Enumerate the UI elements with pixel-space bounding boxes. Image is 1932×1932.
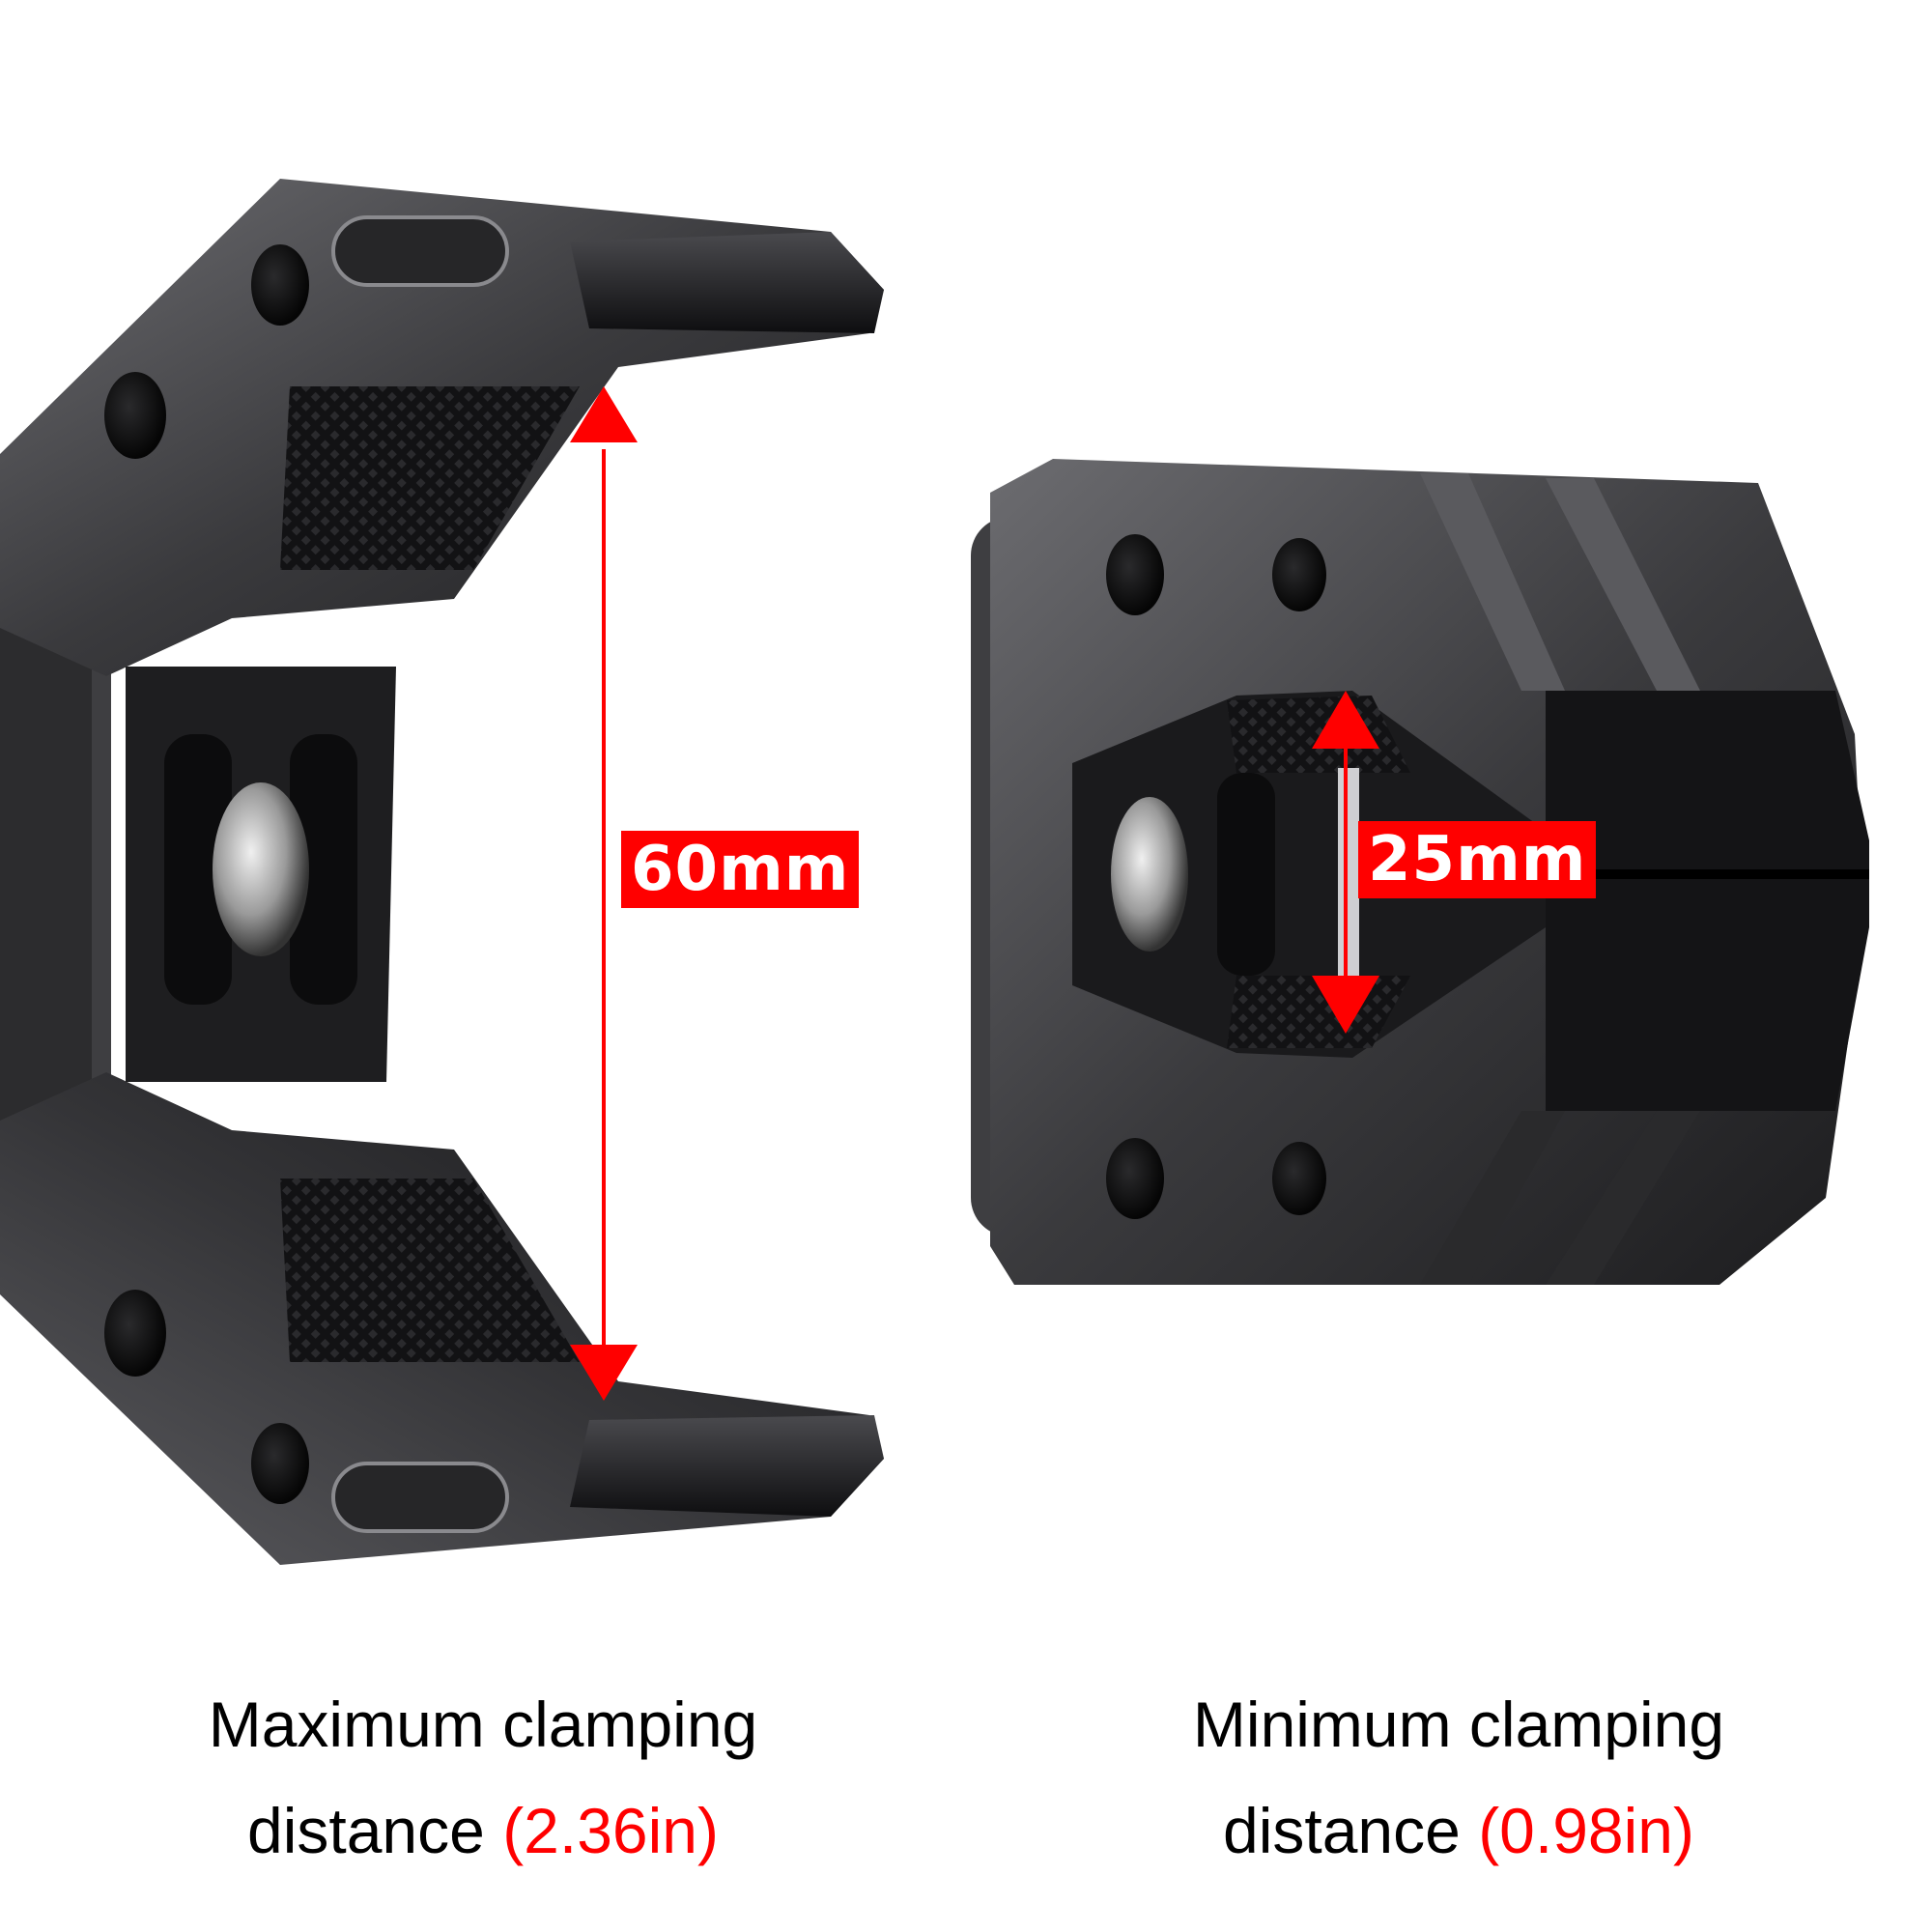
min-caption-value: (0.98in) xyxy=(1478,1795,1694,1866)
max-caption-value: (2.36in) xyxy=(502,1795,719,1866)
min-caption-line1: Minimum clamping xyxy=(1192,1689,1725,1760)
dimension-arrow-60mm-icon xyxy=(570,386,638,1401)
min-dimension-label: 25mm xyxy=(1358,821,1597,898)
min-caption-text: distance xyxy=(1223,1795,1461,1866)
max-clamping-caption: Maximum clamping distance (2.36in) xyxy=(145,1676,821,1879)
ball-joint xyxy=(213,782,309,956)
lower-grip-pad xyxy=(280,1179,580,1362)
dimension-arrow-25mm-icon xyxy=(1312,691,1379,1034)
min-clamping-caption: Minimum clamping distance (0.98in) xyxy=(1121,1676,1797,1879)
upper-grip-pad xyxy=(280,386,580,570)
max-caption-text: distance xyxy=(247,1795,485,1866)
max-dimension-label: 60mm xyxy=(621,831,860,908)
max-caption-line1: Maximum clamping xyxy=(208,1689,758,1760)
